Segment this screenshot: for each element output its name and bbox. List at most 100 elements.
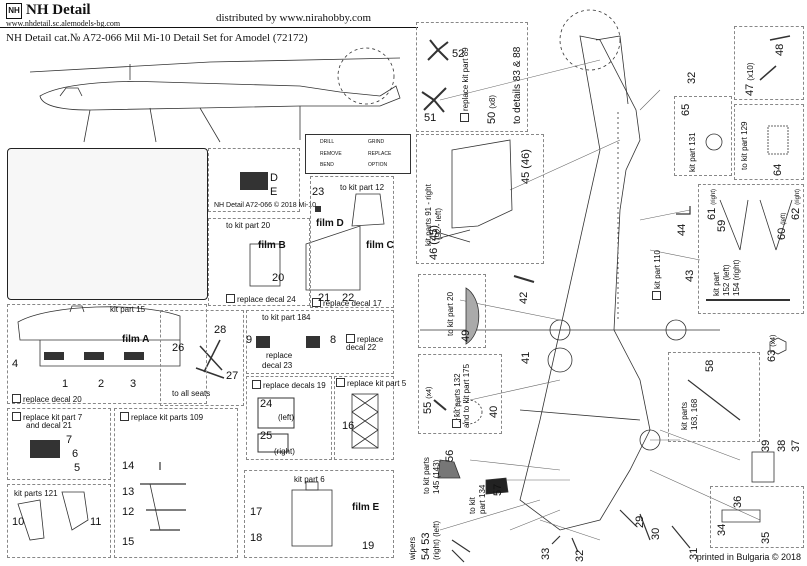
label-kit-parts-132: kit parts 132 <box>452 373 462 428</box>
part-38: 38 <box>776 439 788 452</box>
label-replace-decal-17: replace decal 17 <box>312 298 382 309</box>
part-35: 35 <box>760 531 772 544</box>
part-7: 7 <box>66 434 73 446</box>
part-30: 30 <box>650 527 662 540</box>
part-22: 22 <box>342 292 355 304</box>
label-right-left: (right) (left) <box>432 520 441 560</box>
label-replace-22: replace <box>346 334 383 345</box>
part-10: 10 <box>12 516 25 528</box>
legend-grind: GRIND <box>368 139 385 145</box>
part-e: E <box>270 186 278 198</box>
panel-blades <box>416 134 544 264</box>
part-49: 49 <box>460 329 472 342</box>
label-decal-23: decal 23 <box>262 361 293 370</box>
rotor-blade-left <box>29 57 401 73</box>
panel-part-58 <box>668 352 760 442</box>
label-to-kit-12: to kit part 12 <box>340 183 385 192</box>
legend: DRILL REMOVE BEND GRIND REPLACE OPTION <box>305 134 411 174</box>
legend-bend: BEND <box>320 162 334 168</box>
label-wipers: wipers <box>408 536 417 560</box>
part-55: 55 (x4) <box>422 386 434 414</box>
part-36: 36 <box>732 495 744 508</box>
part-40: 40 <box>488 405 500 418</box>
label-kit-parts-163: kit parts <box>680 401 689 430</box>
part-29: 29 <box>634 515 646 528</box>
heli-main-body <box>519 35 651 531</box>
label-145-143: 145 (143) <box>432 459 441 494</box>
panel-part-5 <box>334 376 394 460</box>
part-60: 60 (left) <box>776 212 788 240</box>
part-27: 27 <box>226 370 239 382</box>
part-45: 45 (46) <box>520 149 532 184</box>
label-film-d: film D <box>316 218 344 229</box>
brand-logo-icon: NH <box>6 2 22 19</box>
label-replace-kit-5: replace kit part 5 <box>336 378 406 389</box>
label-kit-part-110: kit part 110 <box>652 250 662 300</box>
label-film-b: film B <box>258 240 286 251</box>
part-21: 21 <box>318 292 331 304</box>
label-to-kit-20b: to kit part 20 <box>446 291 455 336</box>
label-right-154: 154 (right) <box>732 259 741 296</box>
part-13: 13 <box>122 486 135 498</box>
part-17: 17 <box>250 506 263 518</box>
panel-decal-23 <box>246 310 394 374</box>
part-24: 24 <box>260 398 273 410</box>
part-37: 37 <box>790 439 802 452</box>
legend-replace: REPLACE <box>368 151 392 157</box>
label-to-kit-parts: to kit parts <box>422 457 431 494</box>
part-44: 44 <box>676 223 688 236</box>
label-kit-parts-121: kit parts 121 <box>14 489 58 498</box>
panel-part-64 <box>734 104 804 180</box>
legend-remove: REMOVE <box>320 151 342 157</box>
photo-etch-fret <box>7 148 208 300</box>
brand-site: www.nhdetail.sc.alemodels-bg.com <box>6 19 121 28</box>
part-32: 32 <box>574 549 586 562</box>
label-kit-part-131: kit part 131 <box>688 132 697 172</box>
label-kit-part-15: kit part 15 <box>110 305 146 314</box>
part-56: 56 <box>444 449 456 462</box>
panel-part-34-35 <box>710 486 804 548</box>
part-1: 1 <box>62 378 69 390</box>
printed-note: printed in Bulgaria © 2018 <box>696 552 801 562</box>
label-and-to-175: and to kit part 175 <box>462 363 471 428</box>
panel-rotor-hub <box>416 22 528 132</box>
part-58: 58 <box>704 359 716 372</box>
part-50: 50 (x8) <box>486 94 498 124</box>
panel-part-7 <box>7 408 111 480</box>
heli-side-body <box>39 81 401 111</box>
panel-part-65 <box>674 96 732 176</box>
part-57: 57 <box>492 483 504 496</box>
part-4: 4 <box>12 358 19 370</box>
part-6: 6 <box>72 448 79 460</box>
part-11: 11 <box>90 516 102 528</box>
brand-name: NH Detail <box>26 2 91 18</box>
panel-part-55 <box>418 354 502 434</box>
part-14: 14 <box>122 460 135 472</box>
label-to-all-seats: to all seats <box>172 389 211 398</box>
label-replace-kit-7: replace kit part 7 <box>12 412 82 423</box>
label-part-134: part 134 <box>478 484 487 514</box>
label-replace-decals-19: replace decals 19 <box>252 380 326 391</box>
part-39: 39 <box>760 439 772 452</box>
panel-film-b <box>208 218 310 306</box>
part-28: 28 <box>214 324 227 336</box>
part-26: 26 <box>172 342 185 354</box>
label-to-kit-184: to kit part 184 <box>262 313 311 322</box>
label-163-168: 163, 168 <box>690 398 699 430</box>
part-32-top: 32 <box>686 71 698 84</box>
pe-label-panel <box>208 148 300 212</box>
label-replace-decal-24: replace decal 24 <box>226 294 296 305</box>
label-film-c: film C <box>366 240 394 251</box>
part-41: 41 <box>520 351 532 364</box>
part-65: 65 <box>680 103 692 116</box>
label-replace-kit-89: replace kit part 89 <box>460 47 470 122</box>
part-62: 62 (right) <box>790 189 802 220</box>
part-12: 12 <box>122 506 135 518</box>
pe-sheet-label: NH Detail A72-066 © 2018 Mi-10 <box>214 202 317 209</box>
panel-part-109 <box>114 408 238 558</box>
part-47: 47 (x10) <box>744 62 756 96</box>
panel-film-e <box>244 470 394 558</box>
part-59: 59 <box>716 219 728 232</box>
part-d: D <box>270 172 278 184</box>
